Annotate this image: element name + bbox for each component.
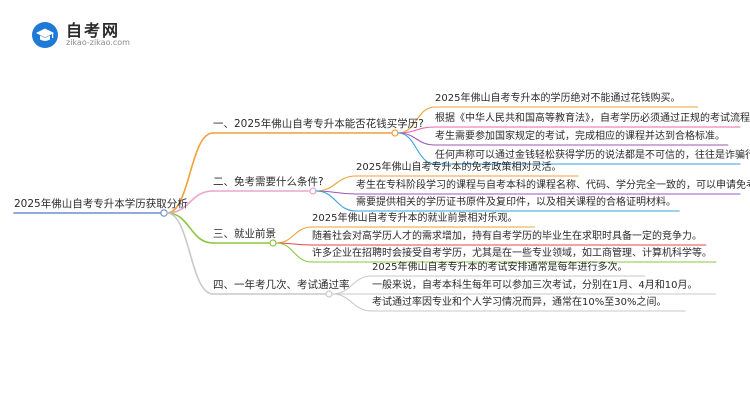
leaf-connector bbox=[275, 226, 313, 244]
branch-connector bbox=[166, 132, 214, 214]
graduation-cap-icon bbox=[32, 22, 58, 48]
leaf-connector bbox=[315, 190, 357, 212]
root-node-label: 2025年佛山自考专升本学历获取分析 bbox=[14, 198, 188, 210]
leaf-node-label: 需要提供相关的学历证书原件及复印件，以及相关课程的合格证明材料。 bbox=[356, 197, 676, 208]
branch-node-label: 二、免考需要什么条件? bbox=[213, 176, 324, 188]
branch-connector bbox=[166, 190, 214, 214]
leaf-connector bbox=[397, 106, 436, 134]
leaf-connector bbox=[397, 132, 436, 146]
leaf-connector bbox=[331, 293, 373, 312]
graduation-cap-glyph bbox=[36, 28, 54, 41]
leaf-node-label: 2025年佛山自考专升本的免考政策相对灵活。 bbox=[356, 162, 562, 173]
leaf-node-label: 2025年佛山自考专升本的考试安排通常是每年进行多次。 bbox=[372, 262, 628, 273]
leaf-node-label: 许多企业在招聘时会接受自考学历，尤其是在一些专业领域，如工商管理、计算机科学等。 bbox=[312, 248, 712, 259]
leaf-node-label: 任何声称可以通过金钱轻松获得学历的说法都是不可信的，往往是诈骗行为。 bbox=[435, 150, 750, 161]
leaf-connector bbox=[275, 242, 313, 263]
branch-connector bbox=[166, 212, 214, 295]
leaf-node-label: 随着社会对高学历人才的需求增加，持有自考学历的毕业生在求职时具备一定的竞争力。 bbox=[312, 231, 702, 242]
branch-connector bbox=[166, 212, 214, 244]
leaf-node-label: 2025年佛山自考专升本的就业前景相对乐观。 bbox=[312, 213, 518, 224]
branch-node-label: 三、就业前景 bbox=[213, 228, 276, 240]
leaf-node-label: 一般来说，自考本科生每年可以参加三次考试，分别在1月、4月和10月。 bbox=[372, 280, 698, 291]
branch-node-label: 一、2025年佛山自考专升本能否花钱买学历? bbox=[213, 118, 424, 130]
leaf-node-label: 2025年佛山自考专升本的学历绝对不能通过花钱购买。 bbox=[435, 93, 681, 104]
site-name: 自考网 bbox=[66, 21, 121, 40]
site-url: zikao-zikao.com bbox=[66, 38, 130, 47]
branch-node-label: 四、一年考几次、考试通过率 bbox=[213, 279, 350, 291]
leaf-node-label: 考试通过率因专业和个人学习情况而异，通常在10%至30%之间。 bbox=[372, 297, 667, 308]
leaf-node-label: 根据《中华人民共和国高等教育法》，自考学历必须通过正规的考试流程获得。 bbox=[435, 113, 750, 124]
leaf-node-label: 考生需要参加国家规定的考试，完成相应的课程并达到合格标准。 bbox=[435, 131, 725, 142]
leaf-connector bbox=[397, 132, 436, 165]
leaf-node-label: 考生在专科阶段学习的课程与自考本科的课程名称、代码、学分完全一致的，可以申请免考… bbox=[356, 180, 750, 191]
